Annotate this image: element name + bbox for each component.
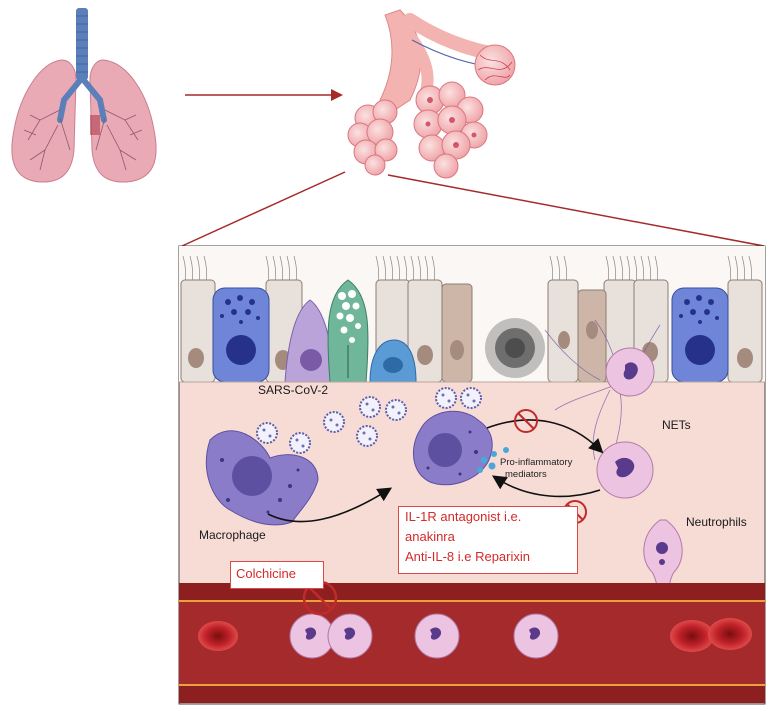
inhibit-icon-1 xyxy=(514,409,538,433)
mediator-dots xyxy=(477,447,509,473)
goblet-cell-left xyxy=(212,287,270,383)
drug-line-2: anakinra xyxy=(405,529,455,544)
macrophage-label: Macrophage xyxy=(199,528,266,542)
sars-cov-2-particles xyxy=(256,387,482,454)
nets-label: NETs xyxy=(662,418,691,432)
zoom-line-right xyxy=(387,174,765,247)
feedback-arrow xyxy=(491,475,601,498)
macrophage-left xyxy=(206,430,319,526)
red-blood-cells xyxy=(198,618,752,652)
colchicine-box xyxy=(230,561,324,589)
lungs-illustration xyxy=(11,8,157,183)
zoom-line-left xyxy=(181,171,346,247)
zoom-panel xyxy=(178,245,766,705)
drug-line-1: IL-1R antagonist i.e. xyxy=(405,509,522,524)
dying-cell xyxy=(485,318,545,378)
pro-mediators-label-2: mediators xyxy=(505,469,547,480)
sars-label: SARS-CoV-2 xyxy=(258,383,329,397)
macrophage-activation-arrow xyxy=(267,487,393,523)
drug-line-3: Anti-IL-8 i.e Reparixin xyxy=(405,549,530,564)
goblet-cell-right xyxy=(671,287,729,383)
macrophage-right xyxy=(412,410,493,486)
alveoli-illustration xyxy=(347,9,516,179)
drug-treatment-box xyxy=(398,506,578,574)
recruitment-arrow xyxy=(486,419,604,454)
neutrophils-label: Neutrophils xyxy=(686,515,747,529)
colchicine-label: Colchicine xyxy=(236,566,296,581)
pro-mediators-label-1: Pro-inflammatory xyxy=(500,457,573,468)
neutrophil-nets-top xyxy=(605,347,655,397)
neutrophil-nets-middle xyxy=(596,441,654,499)
